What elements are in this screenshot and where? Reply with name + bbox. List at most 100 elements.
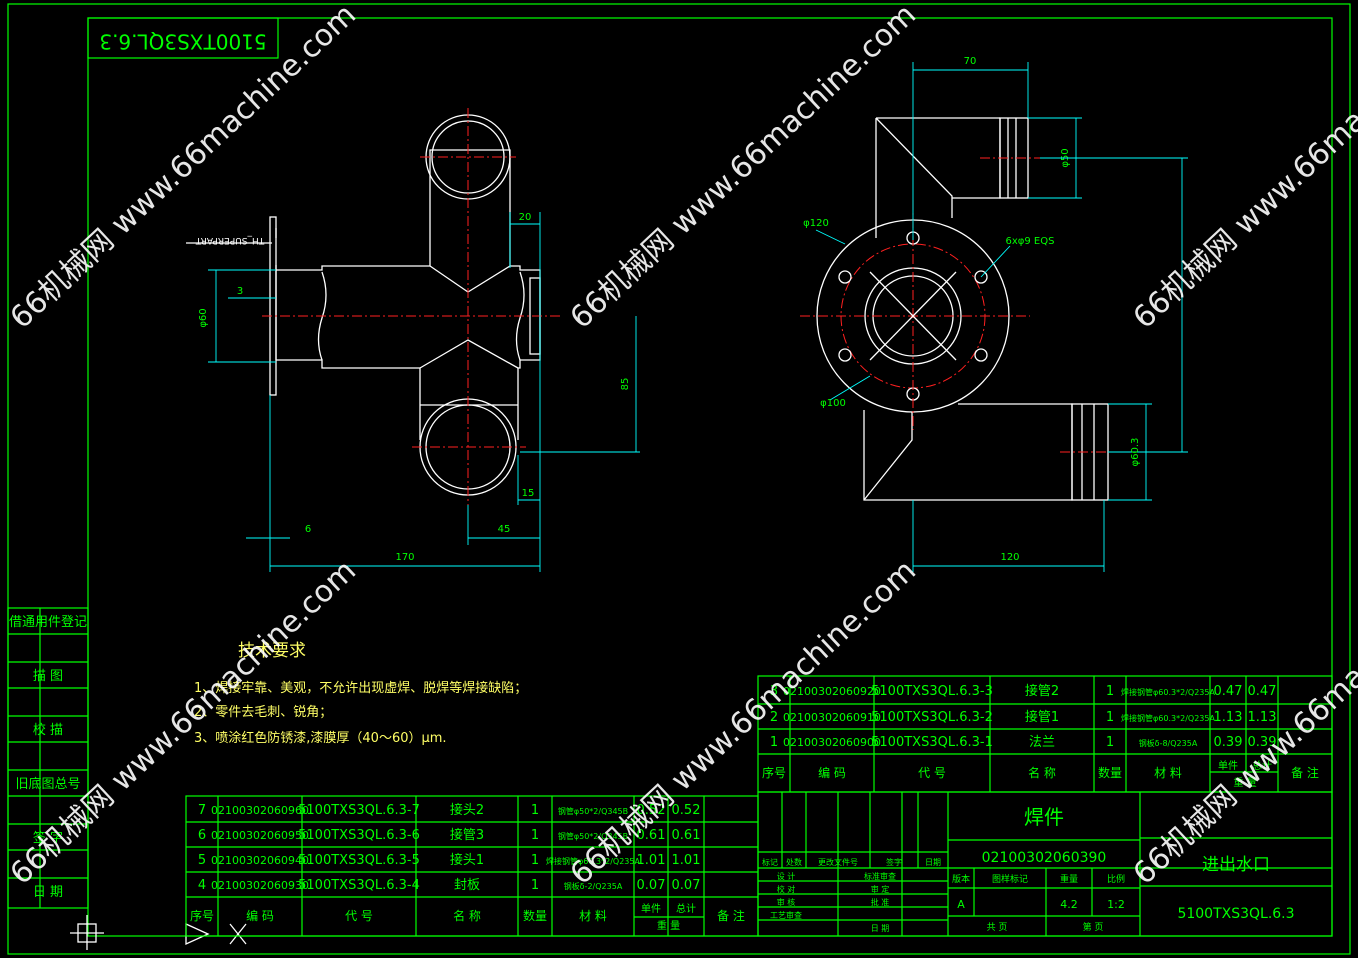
bom-upper-row-drawing: 5100TXS3QL.6.3-2 xyxy=(871,710,993,725)
bom-upper xyxy=(757,675,1333,793)
watermark: 66机械网 www.66machine.com xyxy=(1127,0,1358,336)
watermark: 66机械网 www.66machine.com xyxy=(564,0,923,336)
bom-lower-row-total: 1.01 xyxy=(672,853,701,868)
bom-lower-row-code: 02100302060930 xyxy=(211,879,309,892)
bom-lower-row-qty: 1 xyxy=(531,803,539,818)
bom-lower-row-unit: 0.07 xyxy=(637,878,666,893)
bom-lower-row-name: 接头2 xyxy=(450,802,484,818)
bom-lower-header-qty: 数量 xyxy=(523,908,547,923)
bom-upper-row-drawing: 5100TXS3QL.6.3-3 xyxy=(871,684,993,699)
tb-role-l3: 工艺审查 xyxy=(770,910,802,920)
bom-upper-row-name: 接管2 xyxy=(1025,683,1059,699)
bom-lower-row-drawing: 5100TXS3QL.6.3-6 xyxy=(298,828,420,843)
tb-role-r0: 标准审查 xyxy=(864,871,896,881)
bom-lower-row-name: 接管3 xyxy=(450,827,484,843)
tb-rev-4: 日期 xyxy=(925,858,941,867)
bom-upper-row-no: 3 xyxy=(770,684,778,699)
bom-upper-row-material: 焊接钢管φ60.3*2/Q235A xyxy=(1121,713,1215,723)
bom-lower-row-drawing: 5100TXS3QL.6.3-7 xyxy=(298,803,420,818)
bom-upper-header-note: 备 注 xyxy=(1291,765,1319,780)
outer-frame xyxy=(7,3,1351,955)
strip-label-2: 校 描 xyxy=(33,722,63,738)
tb-sheet-no: 第 页 xyxy=(1083,921,1104,933)
tb-weight: 4.2 xyxy=(1060,898,1078,911)
bom-upper-header-total: 总计 xyxy=(1252,759,1272,772)
tb-role-l0: 设 计 xyxy=(777,871,796,881)
bom-upper-row-total: 1.13 xyxy=(1248,710,1277,725)
tb-role-l2: 审 核 xyxy=(777,897,796,907)
mirrored-code: 5100TXS3QL.6.3 xyxy=(99,30,266,54)
bom-upper-row-no: 1 xyxy=(770,735,778,750)
bom-upper-row-name: 法兰 xyxy=(1029,735,1055,750)
bom-lower-header-total: 总计 xyxy=(676,902,696,915)
bom-upper-row-qty: 1 xyxy=(1106,735,1114,750)
dim-170: 170 xyxy=(395,552,414,563)
dim-20: 20 xyxy=(519,212,532,223)
bom-lower-header-code: 编 码 xyxy=(246,908,274,923)
tb-rev-0: 标记 xyxy=(762,857,778,867)
bom-lower-row-material: 钢管φ50*2/Q345B xyxy=(558,831,628,841)
bom-upper-header-name: 名 称 xyxy=(1028,765,1056,780)
tb-stage-2: 重量 xyxy=(1060,873,1078,885)
bom-lower-row-unit: 0.61 xyxy=(637,828,666,843)
bom-upper-header-code: 编 码 xyxy=(818,765,846,780)
bom-lower-row-qty: 1 xyxy=(531,853,539,868)
tb-scale: 1:2 xyxy=(1107,898,1125,911)
bom-upper-row-drawing: 5100TXS3QL.6.3-1 xyxy=(871,735,993,750)
dim-85: 85 xyxy=(620,378,631,391)
dim-70: 70 xyxy=(964,56,977,67)
tb-code: 02100302060390 xyxy=(982,850,1107,866)
inner-frame xyxy=(87,17,1333,937)
bom-lower-row-material: 钢管φ50*2/Q345B xyxy=(558,806,628,816)
tech-item-2: 2、零件去毛刺、锐角； xyxy=(194,705,332,720)
bom-lower-row-code: 02100302060950 xyxy=(211,829,309,842)
bom-upper-header-no: 序号 xyxy=(762,765,786,780)
tb-rev-2: 更改文件号 xyxy=(818,857,858,867)
bom-lower-row-qty: 1 xyxy=(531,828,539,843)
bom-upper-row-total: 0.39 xyxy=(1248,735,1277,750)
bom-lower-row-total: 0.52 xyxy=(672,803,701,818)
bom-lower-header-drawing: 代 号 xyxy=(345,909,373,923)
strip-label-4: 签 字 xyxy=(33,830,63,846)
bom-upper-row-qty: 1 xyxy=(1106,710,1114,725)
tb-rev-3: 签字 xyxy=(886,857,902,867)
tb-stage-3: 比例 xyxy=(1107,873,1125,885)
tb-stage-1: 图样标记 xyxy=(992,873,1028,885)
bom-upper-header-unit: 单件 xyxy=(1218,760,1238,772)
bom-upper-header-material: 材 料 xyxy=(1154,766,1182,780)
tb-drawing-no: 5100TXS3QL.6.3 xyxy=(1177,906,1294,922)
bom-upper-header-qty: 数量 xyxy=(1098,765,1122,780)
bom-lower-row-name: 接头1 xyxy=(450,852,484,868)
bom-upper-header-drawing: 代 号 xyxy=(918,766,946,780)
dim-holes: 6xφ9 EQS xyxy=(1006,236,1055,247)
side-strip: 借通用件登记 描 图 校 描 旧底图总号 签 字 日 期 xyxy=(7,607,247,950)
bom-lower-row-no: 5 xyxy=(198,853,206,868)
bom-upper-row-code: 02100302060900 xyxy=(783,736,881,749)
dim-phi60: φ60 xyxy=(198,308,209,327)
tech-requirements: 技术要求 1、焊接牢靠、美观，不允许出现虚焊、脱焊等焊接缺陷； 2、零件去毛刺、… xyxy=(194,641,527,746)
bom-lower-header-weight: 重 量 xyxy=(657,919,680,932)
bom-lower-row-drawing: 5100TXS3QL.6.3-4 xyxy=(298,878,420,893)
bom-lower-row-material: 焊接钢管φ60.3*2/Q235A xyxy=(546,856,640,866)
dim-phi100: φ100 xyxy=(820,398,846,409)
bom-upper-row-unit: 1.13 xyxy=(1214,710,1243,725)
title-block: 焊件 02100302060390 进出水口 5100TXS3QL.6.3 标记… xyxy=(757,791,1333,937)
bom-upper-row-total: 0.47 xyxy=(1248,684,1277,699)
bom-upper-row-no: 2 xyxy=(770,710,778,725)
tb-sheets-total: 共 页 xyxy=(987,922,1008,933)
dim-phi60-3: φ60.3 xyxy=(1130,438,1141,467)
strip-label-1: 描 图 xyxy=(33,669,63,684)
front-view: TH_SUPERPART 20 3 φ60 85 15 6 45 170 xyxy=(186,108,640,572)
bom-lower-header-no: 序号 xyxy=(190,908,214,923)
tech-title: 技术要求 xyxy=(238,641,306,661)
code-box xyxy=(87,17,279,59)
bom-lower-row-name: 封板 xyxy=(454,878,480,893)
superpart-tag: TH_SUPERPART xyxy=(195,235,265,245)
tb-title: 进出水口 xyxy=(1202,855,1270,875)
strip-label-5: 日 期 xyxy=(33,885,63,900)
tech-item-1: 1、焊接牢靠、美观，不允许出现虚焊、脱焊等焊接缺陷； xyxy=(194,680,527,696)
bom-upper-row-name: 接管1 xyxy=(1025,709,1059,725)
bom-lower-header-material: 材 料 xyxy=(579,909,607,923)
bom-lower-row-material: 钢板δ-2/Q235A xyxy=(564,881,623,891)
